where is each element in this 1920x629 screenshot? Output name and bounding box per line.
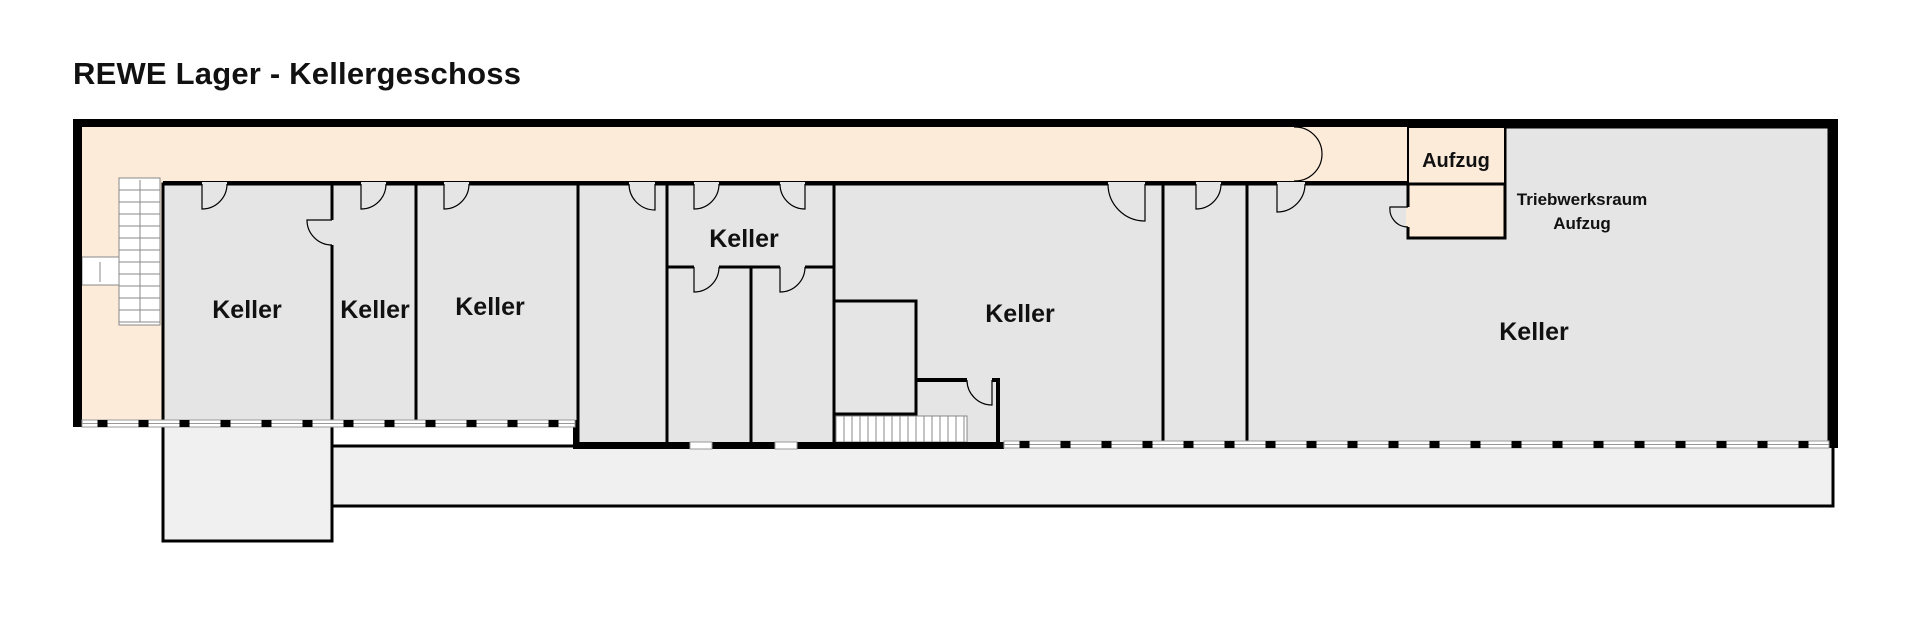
window-pillar (1798, 441, 1809, 448)
inner-wall (916, 378, 1000, 445)
door-swing (1195, 183, 1222, 210)
door-opening (1277, 182, 1305, 187)
window-pillar (1060, 441, 1071, 448)
window-pillar (1716, 441, 1727, 448)
door-swing (628, 183, 656, 211)
door-swing (360, 183, 387, 210)
window (774, 441, 798, 450)
window-pillar (1511, 441, 1522, 448)
window-pillar (1552, 441, 1563, 448)
stair-run-lower (835, 415, 968, 443)
door-swing (1389, 206, 1409, 228)
room-4 (576, 182, 669, 447)
window-pillar (97, 420, 108, 427)
window-pillar (1142, 441, 1153, 448)
door-opening (967, 378, 992, 383)
label-keller-small: Keller (709, 225, 779, 253)
window-pillar (1388, 441, 1399, 448)
window-pillar (1183, 441, 1194, 448)
windows (81, 419, 1830, 450)
label-keller-2: Keller (340, 296, 410, 324)
stairs (81, 177, 968, 443)
wall-left (73, 119, 82, 427)
window-pillar (1675, 441, 1686, 448)
door-opening (1196, 182, 1221, 187)
label-keller-middle: Keller (985, 300, 1055, 328)
door-swing (779, 183, 806, 210)
label-keller-1: Keller (212, 296, 282, 324)
door-opening (361, 182, 386, 187)
label-keller-large: Keller (1499, 318, 1569, 346)
door-swing (693, 266, 720, 293)
window-pillar (220, 420, 231, 427)
plan-title: REWE Lager - Kellergeschoss (73, 56, 522, 91)
door-opening (330, 220, 335, 245)
room-sub-1 (665, 265, 753, 447)
window-pillar (261, 420, 272, 427)
window-pillar (1470, 441, 1481, 448)
window-pillar (1265, 441, 1276, 448)
window-pillar (1101, 441, 1112, 448)
door-swing (443, 183, 470, 210)
window-pillar (1224, 441, 1235, 448)
wall-middle-left (573, 420, 579, 449)
door-opening (1108, 182, 1145, 187)
window-pillar (1347, 441, 1358, 448)
label-keller-3: Keller (455, 293, 525, 321)
label-triebwerksraum-aufzug: Aufzug (1553, 214, 1611, 233)
door-opening (202, 182, 227, 187)
inner-box (832, 299, 918, 416)
window-pillar (507, 420, 518, 427)
door-swing (966, 379, 993, 406)
window-pillar (548, 420, 559, 427)
wall-right (1829, 119, 1838, 448)
window-pillar (343, 420, 354, 427)
window-pillar (1306, 441, 1317, 448)
door-opening (694, 182, 719, 187)
window-pillar (1593, 441, 1604, 448)
door-opening (629, 182, 655, 187)
doors (201, 126, 1411, 406)
wall-top (73, 119, 1838, 127)
window-pillar (384, 420, 395, 427)
outdoor-strip (330, 444, 1835, 508)
triebwerksraum-room (1406, 182, 1507, 240)
room-keller-small (665, 182, 836, 269)
door-opening (780, 265, 805, 270)
door-opening (694, 265, 719, 270)
door-opening (780, 182, 805, 187)
door-swing-double (1293, 126, 1323, 182)
label-triebwerksraum: Triebwerksraum (1517, 190, 1647, 209)
room-sub-2 (749, 265, 836, 447)
door-opening (1406, 207, 1411, 227)
door-swing (1107, 183, 1146, 222)
corridor-top (82, 127, 1408, 184)
aufzug-room (1407, 126, 1506, 185)
window-pillar (138, 420, 149, 427)
door-swing (1276, 183, 1306, 213)
window-pillar (466, 420, 477, 427)
window-pillar (1429, 441, 1440, 448)
door-swing (201, 183, 228, 210)
door-swing (779, 266, 806, 293)
window-pillar (1019, 441, 1030, 448)
window-pillar (425, 420, 436, 427)
outdoor-box (161, 424, 334, 543)
room-5 (1161, 182, 1249, 447)
door-swing (693, 183, 720, 210)
window-pillar (1634, 441, 1645, 448)
door-swing (306, 219, 333, 246)
window-pillar (302, 420, 313, 427)
window-pillar (179, 420, 190, 427)
door-opening (444, 182, 469, 187)
label-aufzug: Aufzug (1422, 150, 1490, 172)
window (689, 441, 713, 450)
window-pillar (1757, 441, 1768, 448)
